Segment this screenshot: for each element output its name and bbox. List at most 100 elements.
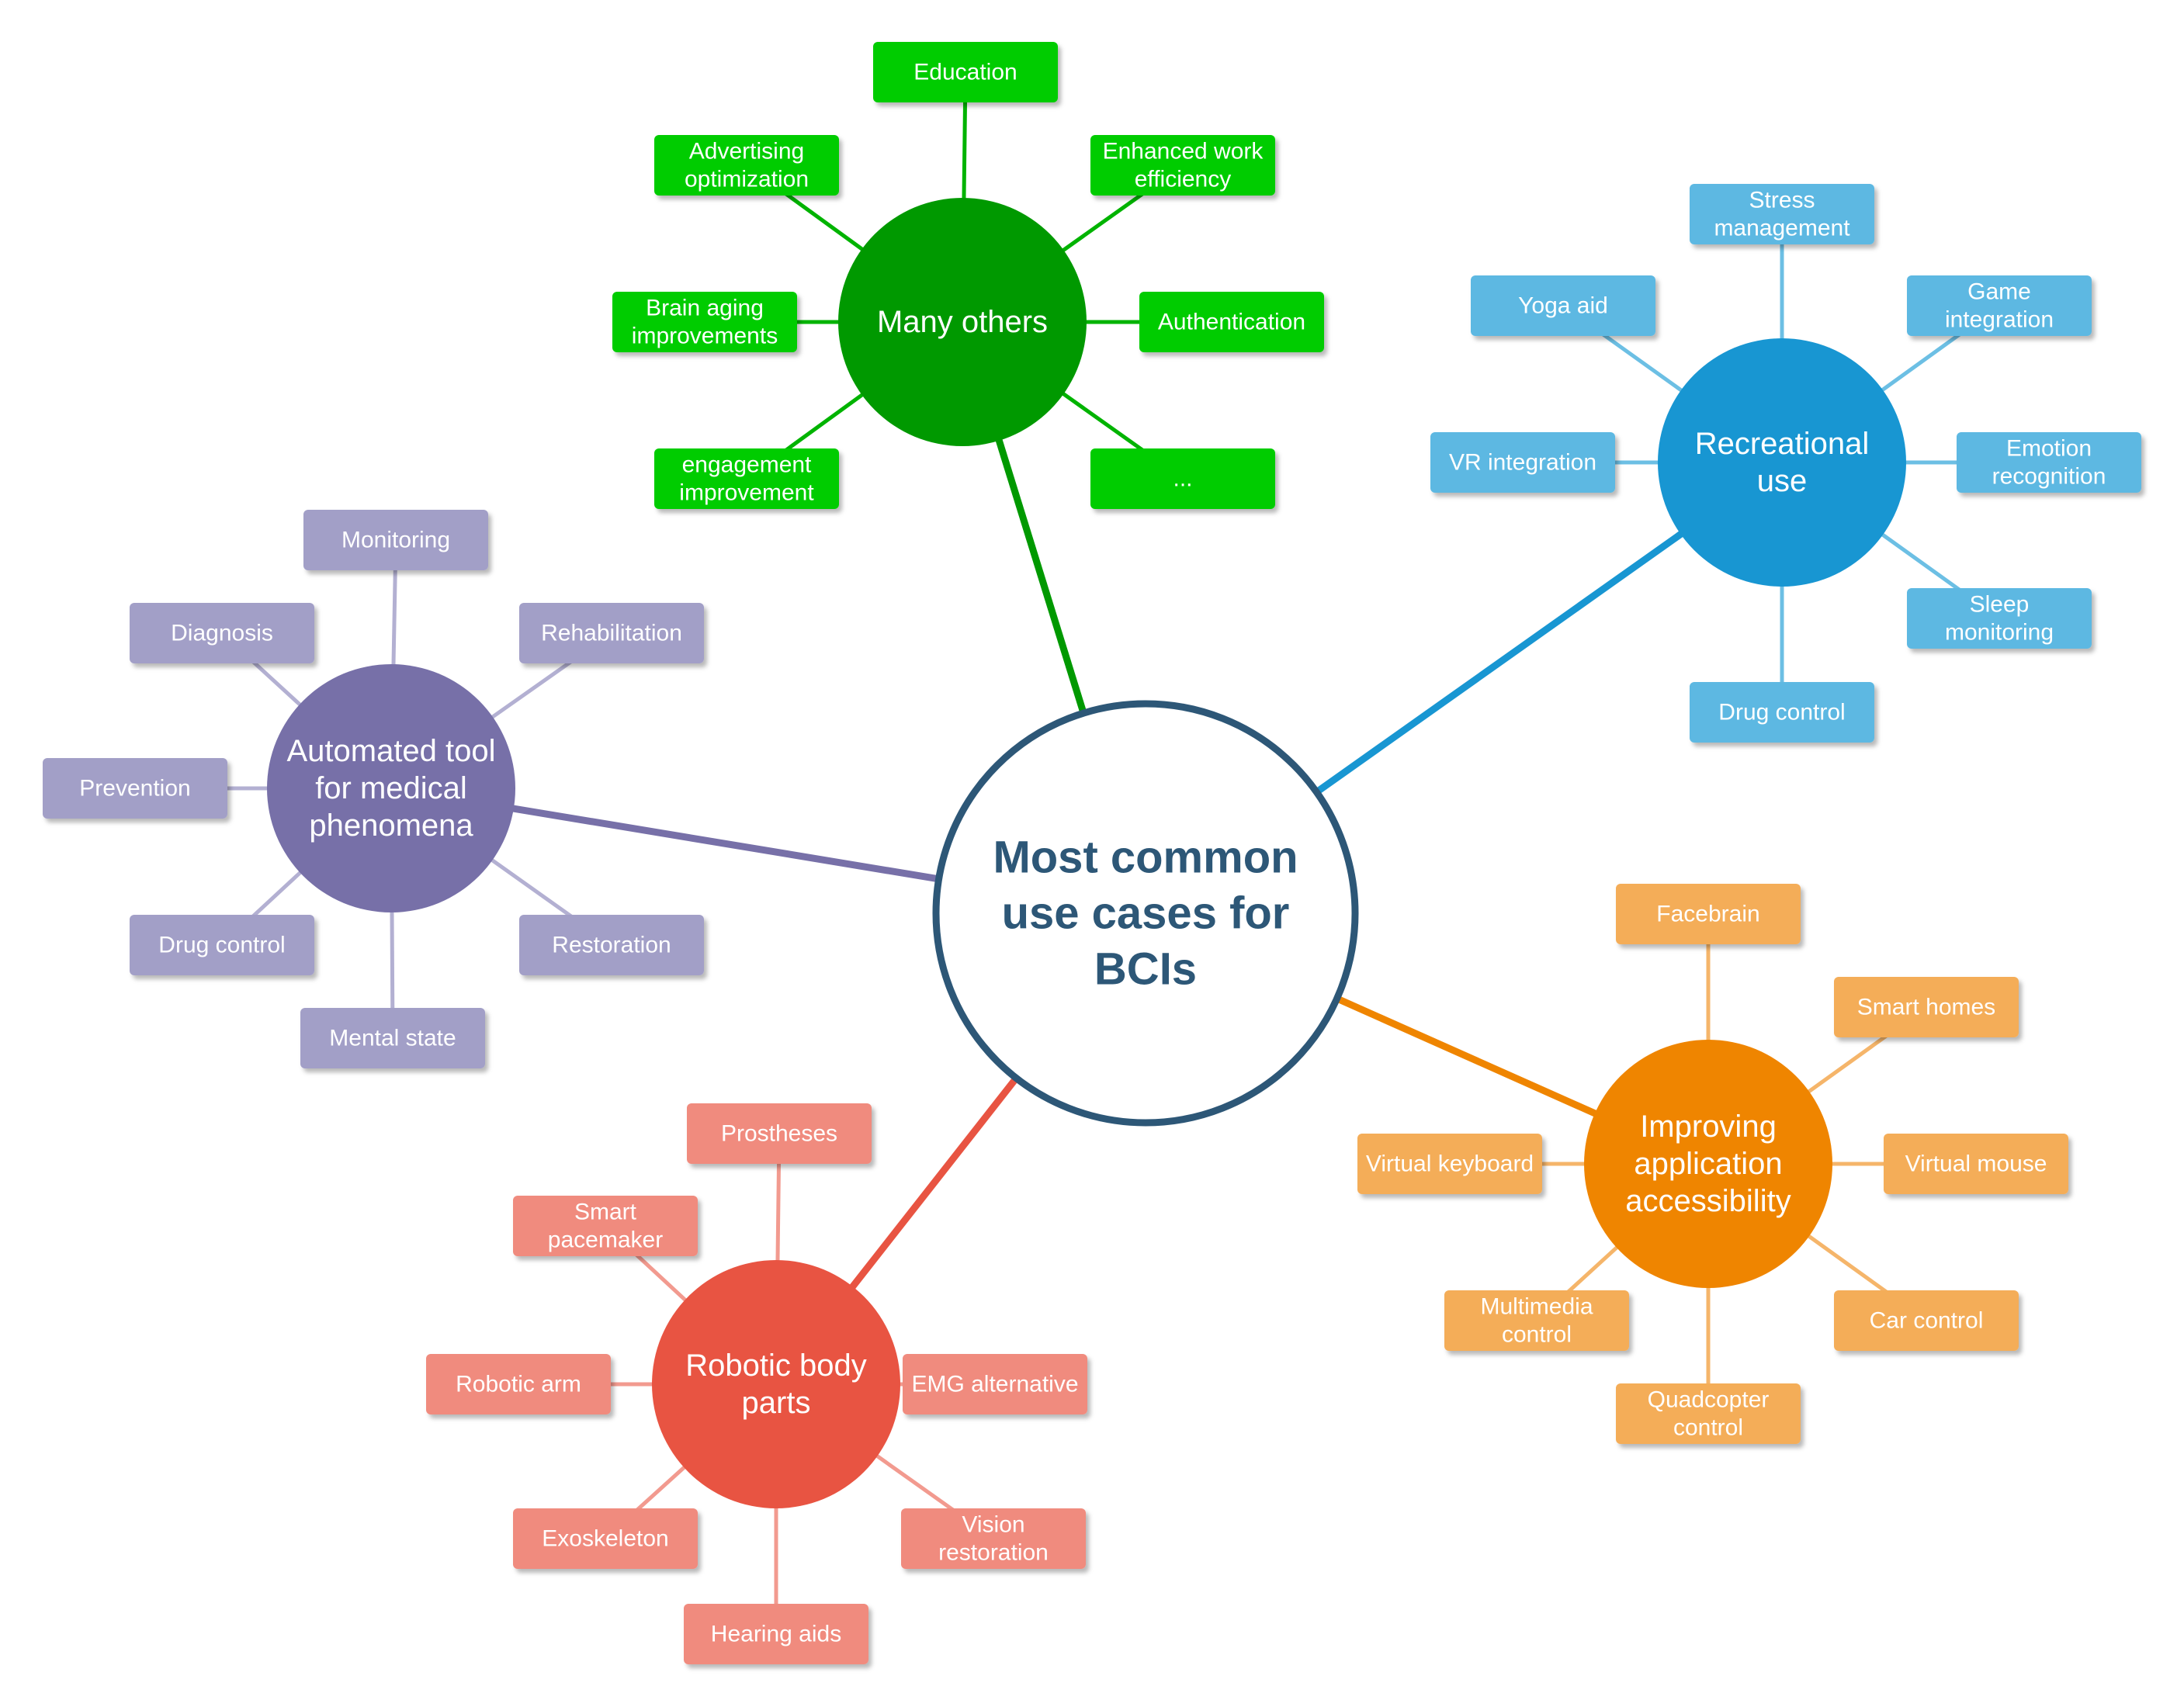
leaf-label-facebrain: Facebrain — [1656, 902, 1759, 927]
leaf-node-robotic-arm: Robotic arm — [426, 1354, 611, 1414]
hub-node-many-others: Many others — [838, 198, 1087, 446]
leaf-node-drug-control-recreational: Drug control — [1690, 682, 1874, 743]
leaf-node-drug-control-medical: Drug control — [130, 915, 314, 975]
leaf-box-multimedia-control — [1444, 1290, 1629, 1351]
leaf-label-smart-pacemaker: Smart — [574, 1200, 637, 1225]
hub-circle-improving-application-accessibility — [1584, 1040, 1832, 1288]
leaf-label-diagnosis: Diagnosis — [171, 621, 273, 646]
leaf-box-authentication — [1139, 292, 1324, 352]
leaf-node-monitoring: Monitoring — [303, 510, 488, 570]
leaf-label-stress-management: Stress — [1749, 188, 1815, 213]
leaf-box-vr-integration — [1430, 432, 1615, 493]
leaf-box-exoskeleton — [513, 1508, 698, 1569]
leaf-node-mental-state: Mental state — [300, 1008, 485, 1068]
hub-label-recreational-use: use — [1757, 464, 1808, 498]
leaf-node-stress-management: Stress management — [1690, 184, 1874, 244]
hub-label-automated-tool-for-medical-phenomena: for medical — [315, 771, 467, 805]
center-title: BCIs — [1094, 944, 1197, 995]
leaf-node-virtual-mouse: Virtual mouse — [1884, 1134, 2068, 1194]
leaf-box-hearing-aids — [684, 1604, 868, 1664]
hub-label-automated-tool-for-medical-phenomena: Automated tool — [286, 734, 495, 768]
leaf-label-advertising-optimization: optimization — [685, 167, 809, 192]
leaf-box-emg-alternative — [903, 1354, 1087, 1414]
leaf-label-stress-management: management — [1714, 216, 1850, 241]
leaf-node-car-control: Car control — [1834, 1290, 2019, 1351]
leaf-box-virtual-mouse — [1884, 1134, 2068, 1194]
leaf-label-yoga-aid: Yoga aid — [1518, 293, 1608, 319]
leaf-box-drug-control-recreational — [1690, 682, 1874, 743]
leaf-label-quadcopter-control: control — [1673, 1415, 1743, 1441]
leaf-label-quadcopter-control: Quadcopter — [1648, 1387, 1770, 1413]
leaf-node-virtual-keyboard: Virtual keyboard — [1357, 1134, 1542, 1194]
leaf-node-education: Education — [873, 42, 1058, 102]
leaf-label-drug-control-medical: Drug control — [158, 933, 285, 958]
leaf-box-yoga-aid — [1471, 275, 1655, 336]
leaf-box-restoration — [519, 915, 704, 975]
leaf-label-rehabilitation: Rehabilitation — [541, 621, 682, 646]
center-title: Most common — [993, 833, 1298, 883]
leaf-node-emg-alternative: EMG alternative — [903, 1354, 1087, 1414]
leaf-label-education: Education — [913, 60, 1017, 85]
hub-label-automated-tool-for-medical-phenomena: phenomena — [309, 808, 473, 843]
leaf-label-sleep-monitoring: monitoring — [1945, 620, 2054, 646]
leaf-box-quadcopter-control — [1616, 1383, 1801, 1444]
hub-label-many-others: Many others — [877, 305, 1048, 339]
hub-circle-many-others — [838, 198, 1087, 446]
leaf-box-brain-aging-improvements — [612, 292, 797, 352]
leaf-box-ellipsis — [1090, 448, 1275, 509]
leaf-box-engagement-improvement — [654, 448, 839, 509]
leaf-label-exoskeleton: Exoskeleton — [542, 1526, 668, 1552]
leaf-node-prostheses: Prostheses — [687, 1103, 872, 1164]
leaf-box-prostheses — [687, 1103, 872, 1164]
leaf-label-brain-aging-improvements: improvements — [632, 324, 778, 349]
center-title: use cases for — [1002, 888, 1290, 939]
hub-circle-recreational-use — [1658, 338, 1906, 587]
leaf-label-game-integration: Game — [1967, 279, 2031, 305]
leaf-box-mental-state — [300, 1008, 485, 1068]
leaf-box-drug-control-medical — [130, 915, 314, 975]
leaf-node-smart-homes: Smart homes — [1834, 977, 2019, 1037]
leaf-box-sleep-monitoring — [1907, 588, 2092, 649]
leaf-label-virtual-keyboard: Virtual keyboard — [1366, 1151, 1534, 1177]
hub-label-improving-application-accessibility: Improving — [1640, 1110, 1777, 1144]
center-circle — [932, 700, 1359, 1127]
leaf-label-virtual-mouse: Virtual mouse — [1905, 1151, 2047, 1177]
leaf-node-yoga-aid: Yoga aid — [1471, 275, 1655, 336]
leaf-label-engagement-improvement: improvement — [679, 480, 814, 506]
leaf-label-emotion-recognition: Emotion — [2006, 436, 2092, 462]
leaf-node-diagnosis: Diagnosis — [130, 603, 314, 663]
leaf-node-vr-integration: VR integration — [1430, 432, 1615, 493]
hub-circle-robotic-body-parts — [652, 1260, 900, 1508]
hub-label-improving-application-accessibility: application — [1634, 1147, 1782, 1181]
leaf-label-engagement-improvement: engagement — [682, 452, 812, 478]
leaf-box-enhanced-work-efficiency — [1090, 135, 1275, 196]
leaf-node-authentication: Authentication — [1139, 292, 1324, 352]
leaf-box-game-integration — [1907, 275, 2092, 336]
leaf-label-monitoring: Monitoring — [341, 528, 450, 553]
leaf-box-prevention — [43, 758, 227, 819]
leaf-label-restoration: Restoration — [552, 933, 671, 958]
leaf-box-vision-restoration — [901, 1508, 1086, 1569]
hub-label-robotic-body-parts: parts — [742, 1386, 811, 1420]
leaf-label-multimedia-control: Multimedia — [1480, 1294, 1593, 1320]
leaf-node-ellipsis: ... — [1090, 448, 1275, 509]
leaf-box-facebrain — [1616, 884, 1801, 944]
leaf-label-enhanced-work-efficiency: efficiency — [1135, 167, 1232, 192]
leaf-box-advertising-optimization — [654, 135, 839, 196]
leaf-box-diagnosis — [130, 603, 314, 663]
leaf-label-prevention: Prevention — [79, 776, 190, 802]
leaf-node-rehabilitation: Rehabilitation — [519, 603, 704, 663]
leaf-label-brain-aging-improvements: Brain aging — [646, 296, 764, 321]
leaf-box-monitoring — [303, 510, 488, 570]
